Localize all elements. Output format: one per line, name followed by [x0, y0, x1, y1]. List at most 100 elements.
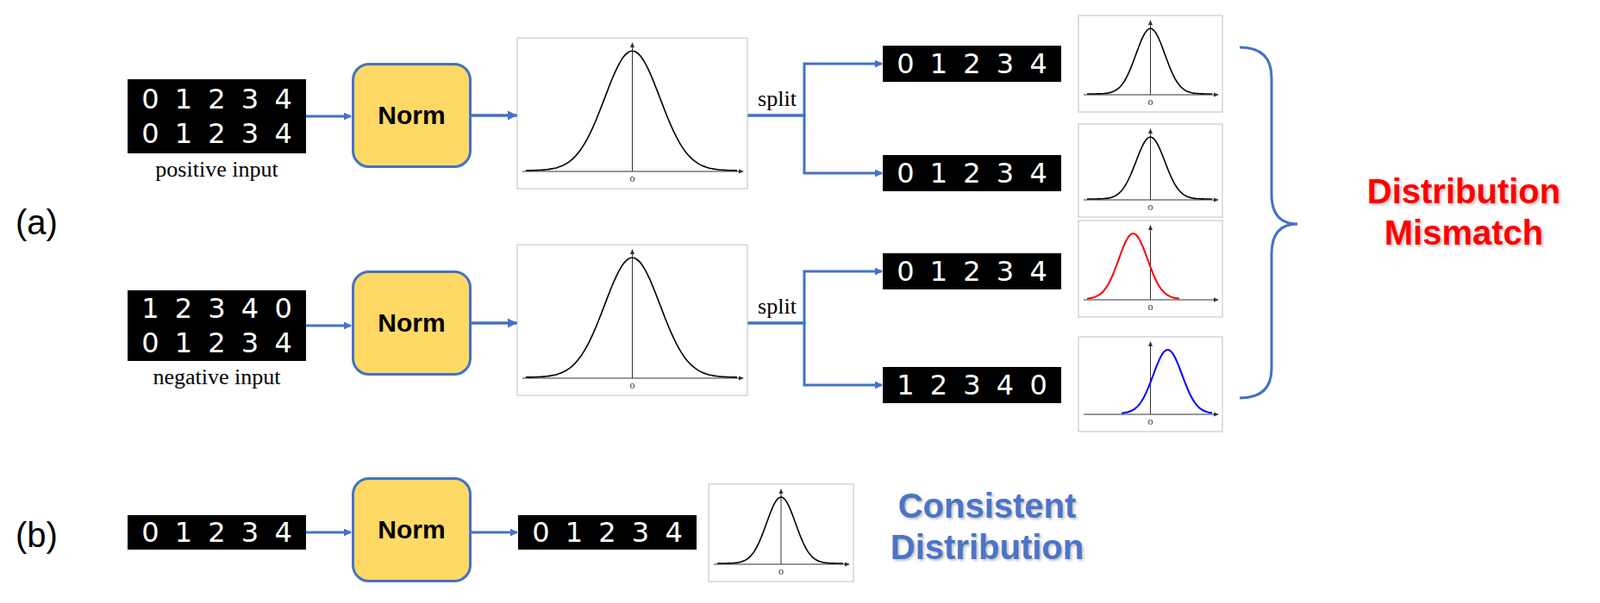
axis-arrow [1213, 93, 1219, 98]
block-label: Norm [367, 100, 456, 131]
axis-arrow [738, 376, 744, 382]
x-axis [1083, 94, 1216, 96]
norm-block: Norm [351, 62, 472, 169]
x-axis [1083, 300, 1216, 301]
y-axis [781, 491, 782, 565]
gaussian-curve [1087, 137, 1213, 200]
edge-label: split [756, 293, 799, 320]
origin-mark: o [772, 565, 790, 578]
axis-arrow [630, 249, 635, 255]
y-axis [1150, 227, 1151, 300]
verdict-text: Distribution Mismatch [1334, 170, 1594, 254]
gaussian-curve [1121, 350, 1213, 413]
axis-arrow [1148, 128, 1153, 134]
flow-arrow [306, 531, 351, 535]
origin-mark: o [624, 379, 642, 392]
axis-arrow [844, 562, 850, 568]
mnist-image: 0 1 2 3 4 [882, 45, 1062, 82]
plot-frame [1078, 124, 1223, 218]
flow-arrow [306, 325, 351, 328]
distribution-plot [1078, 15, 1223, 113]
edge-label: split [756, 86, 799, 113]
x-axis [713, 564, 847, 566]
axis-arrow [779, 488, 784, 494]
block-label: Norm [367, 308, 456, 338]
digit-strip: 0 1 2 3 4 [882, 253, 1062, 290]
axis-arrow [1148, 341, 1153, 347]
input-caption: negative input [127, 364, 307, 391]
digit-row: 0 1 2 3 4 [889, 254, 1055, 289]
curly-bracket [1239, 47, 1298, 399]
digit-row: 0 1 2 3 4 [134, 325, 300, 361]
mnist-image: 1 2 3 4 00 1 2 3 4 [127, 290, 307, 362]
distribution-plot [517, 37, 748, 189]
digit-strip: 0 1 2 3 40 1 2 3 4positive input [127, 79, 307, 183]
digit-row: 1 2 3 4 0 [134, 291, 300, 326]
digit-strip: 1 2 3 4 00 1 2 3 4negative input [127, 290, 307, 391]
panel-label: (a) [15, 201, 76, 244]
origin-mark: o [1142, 95, 1160, 108]
mnist-image: 0 1 2 3 4 [518, 515, 697, 550]
y-axis [1150, 343, 1151, 415]
plot-frame [517, 244, 748, 396]
origin-mark: o [1142, 200, 1160, 213]
distribution-plot [1078, 220, 1223, 318]
digit-row: 0 1 2 3 4 [134, 116, 300, 151]
distribution-plot [1078, 337, 1223, 432]
origin-mark: o [1142, 415, 1160, 428]
mnist-image: 1 2 3 4 0 [882, 367, 1062, 404]
distribution-plot [1078, 124, 1223, 218]
plot-frame [1078, 220, 1223, 318]
digit-row: 1 2 3 4 0 [889, 368, 1055, 403]
norm-block: Norm [351, 477, 472, 583]
plot-frame [517, 37, 748, 189]
digit-strip: 0 1 2 3 4 [882, 45, 1062, 82]
digit-row: 0 1 2 3 4 [525, 515, 690, 550]
x-axis [1083, 414, 1216, 416]
distribution-plot [708, 484, 854, 582]
digit-strip: 1 2 3 4 0 [882, 367, 1062, 404]
block-label: Norm [367, 515, 456, 545]
axis-arrow [1148, 19, 1153, 25]
norm-block: Norm [351, 270, 472, 376]
axis-arrow [1213, 198, 1219, 203]
gaussian-curve [525, 257, 738, 378]
digit-row: 0 1 2 3 4 [889, 156, 1055, 191]
digit-strip: 0 1 2 3 4 [127, 515, 307, 550]
arrow-head [507, 318, 518, 329]
mnist-image: 0 1 2 3 4 [882, 253, 1062, 290]
gaussian-curve [1087, 28, 1213, 94]
gaussian-curve [717, 497, 844, 564]
y-axis [1150, 22, 1151, 95]
flow-arrow [471, 531, 518, 535]
axis-arrow [1148, 225, 1153, 231]
x-axis [522, 378, 741, 380]
digit-row: 0 1 2 3 4 [889, 46, 1055, 82]
digit-row: 0 1 2 3 4 [134, 515, 300, 550]
gaussian-curve [1087, 233, 1180, 299]
y-axis [631, 44, 633, 172]
x-axis [522, 171, 741, 173]
mnist-image: 0 1 2 3 4 [127, 515, 307, 550]
axis-arrow [630, 42, 635, 48]
distribution-plot [517, 244, 748, 396]
input-caption: positive input [127, 156, 307, 183]
digit-row: 0 1 2 3 4 [134, 81, 300, 117]
x-axis [1083, 200, 1216, 201]
y-axis [1150, 131, 1151, 200]
arrow-head [507, 111, 518, 121]
gaussian-curve [525, 50, 738, 171]
axis-arrow [1213, 412, 1219, 418]
mnist-image: 0 1 2 3 40 1 2 3 4 [127, 79, 307, 154]
plot-frame [1078, 15, 1223, 113]
flow-arrow [306, 115, 351, 119]
digit-strip: 0 1 2 3 4 [518, 515, 697, 550]
axis-arrow [1213, 298, 1219, 303]
axis-arrow [738, 169, 744, 175]
origin-mark: o [624, 172, 642, 185]
origin-mark: o [1142, 300, 1160, 313]
panel-label: (b) [15, 514, 76, 557]
digit-strip: 0 1 2 3 4 [882, 155, 1062, 192]
y-axis [631, 251, 633, 379]
plot-frame [1078, 337, 1223, 432]
